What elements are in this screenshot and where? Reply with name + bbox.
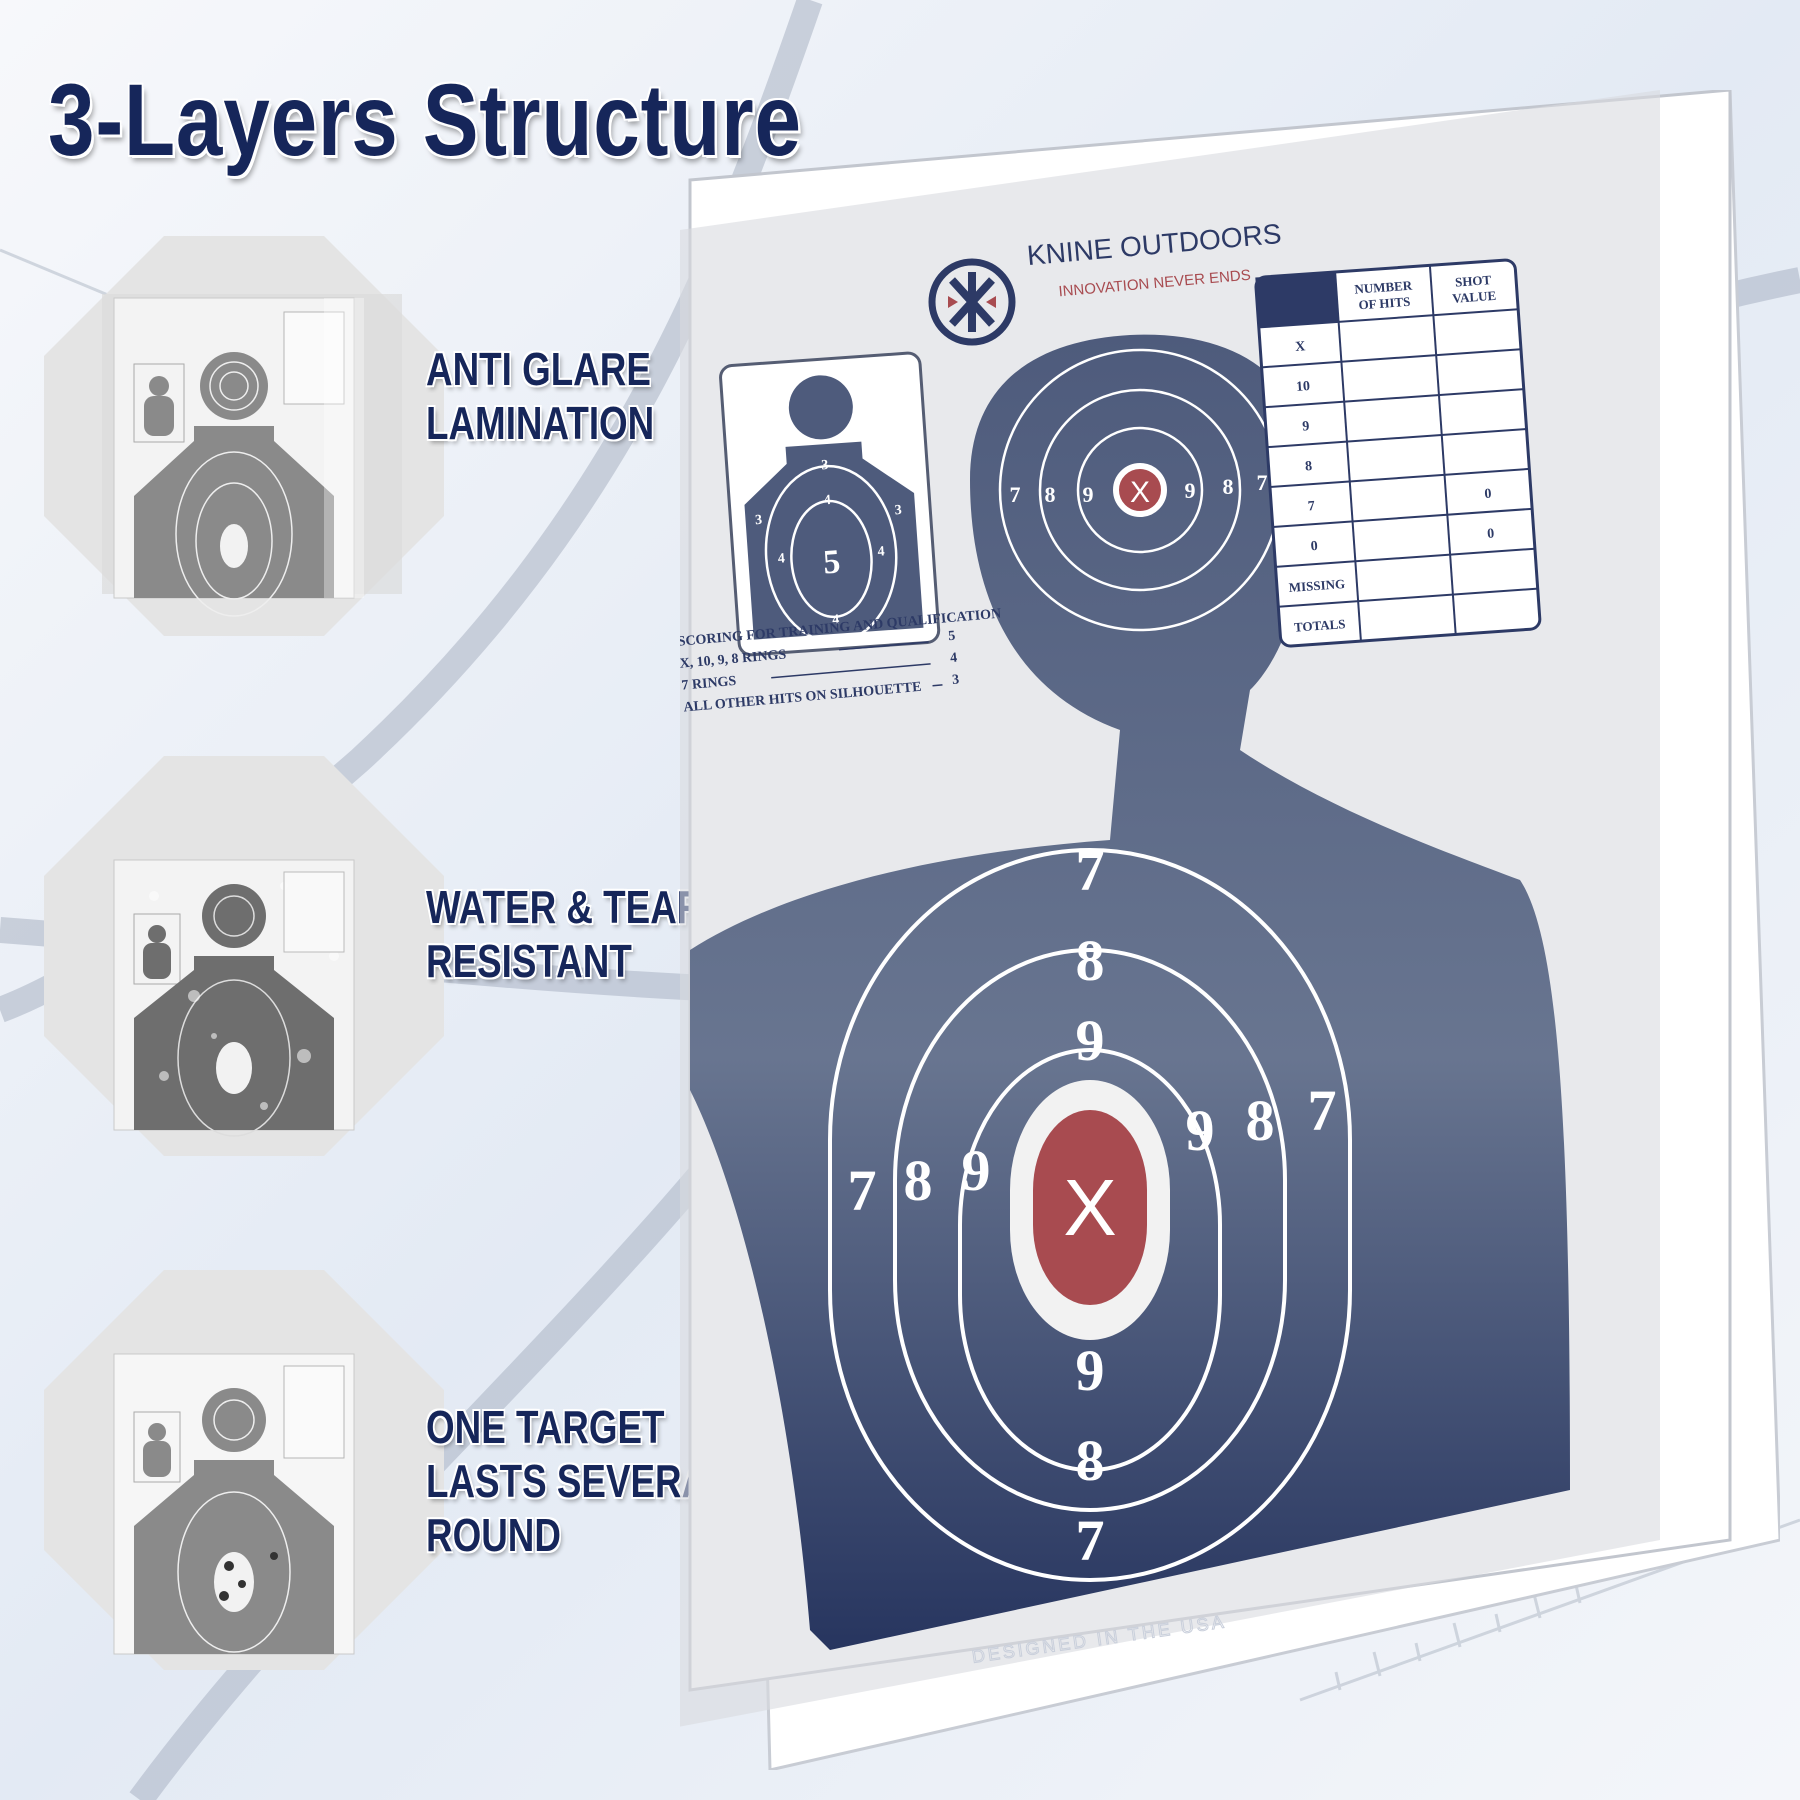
mini-target-ring-label: 3 (894, 503, 902, 518)
table-row-label: TOTALS (1293, 616, 1345, 635)
mini-target-ring-label: 4 (877, 544, 885, 559)
head-ring-label: 9 (1185, 478, 1196, 503)
scoring-line-points: 4 (950, 651, 958, 667)
feature-water-tear: WATER & TEAR RESISTANT (44, 756, 703, 1156)
head-ring-label: 8 (1223, 474, 1234, 499)
head-center-label: X (1130, 476, 1150, 509)
mini-target: 5 4 4 4 4 3 3 3 3 (719, 351, 941, 657)
table-row-label: 0 (1310, 539, 1318, 554)
feature-label-line: LAMINATION (426, 397, 655, 449)
scoring-line-text: 7 RINGS (681, 674, 737, 694)
feature-label-anti-glare: ANTI GLARE LAMINATION (426, 342, 654, 450)
table-header: OF HITS (1358, 294, 1411, 313)
feature-anti-glare: ANTI GLARE LAMINATION (44, 236, 654, 636)
body-ring-label: 7 (848, 1158, 877, 1223)
head-ring-label: 9 (1083, 482, 1094, 507)
body-ring-label: 7 (1076, 838, 1105, 903)
body-ring-label: 8 (1076, 928, 1105, 993)
feature-thumbnail-anti-glare (44, 236, 444, 636)
table-row-value: 0 (1487, 527, 1495, 542)
feature-label-line: ROUND (426, 1509, 561, 1561)
body-ring-label: 8 (1246, 1088, 1275, 1153)
headline: 3-Layers Structure (48, 63, 802, 177)
table-header: SHOT (1455, 272, 1492, 290)
feature-lasting-target: ONE TARGET LASTS SEVERAL ROUND (44, 1270, 731, 1670)
head-ring-label: 7 (1010, 482, 1021, 507)
brand-logo (928, 258, 1016, 346)
body-ring-label: 8 (1076, 1428, 1105, 1493)
table-row-label: 10 (1296, 379, 1311, 395)
feature-thumbnail-water-tear (44, 756, 444, 1156)
mini-target-ring-label: 4 (777, 551, 785, 566)
feature-label-line: RESISTANT (426, 935, 632, 987)
body-ring-label: 7 (1076, 1508, 1105, 1573)
feature-thumbnail-lasting-target (44, 1270, 444, 1670)
mini-target-ring-label: 3 (755, 513, 763, 528)
mini-target-ring-label: 3 (821, 458, 829, 473)
table-header: VALUE (1452, 288, 1497, 306)
mini-target-ring-label: 3 (833, 633, 841, 648)
body-ring-label: 9 (1076, 1008, 1105, 1073)
feature-label-line: ONE TARGET (426, 1401, 665, 1453)
body-ring-label: 9 (962, 1138, 991, 1203)
head-ring-label: 8 (1045, 482, 1056, 507)
head-ring-label: 7 (1257, 470, 1268, 495)
target-sheet-stack: X 7 8 9 9 8 7 X 7 8 9 9 8 7 7 8 9 9 8 7 … (680, 90, 1780, 1770)
table-row-label: 9 (1302, 419, 1310, 434)
body-ring-label: 9 (1076, 1338, 1105, 1403)
table-row-label: 8 (1305, 459, 1313, 474)
feature-label-line: WATER & TEAR (426, 881, 704, 933)
mini-target-ring-label: 4 (823, 493, 831, 508)
body-ring-label: 7 (1308, 1078, 1337, 1143)
head-target: X 7 8 9 9 8 7 (998, 348, 1282, 632)
feature-label-line: ANTI GLARE (426, 343, 651, 395)
body-target: X 7 8 9 9 8 7 7 8 9 9 8 7 (828, 838, 1352, 1582)
body-ring-label: 8 (904, 1148, 933, 1213)
table-row-label: X (1295, 339, 1306, 355)
table-row-label: 7 (1307, 499, 1315, 514)
scoring-line-points: 3 (951, 672, 959, 688)
mini-target-center-label: 5 (822, 543, 842, 581)
feature-label-water-tear: WATER & TEAR RESISTANT (426, 880, 703, 988)
table-row-label: MISSING (1288, 576, 1345, 595)
table-header: NUMBER (1354, 278, 1413, 297)
scoring-line-points: 5 (948, 629, 956, 645)
table-row-value: 0 (1484, 487, 1492, 502)
body-center-label: X (1063, 1163, 1116, 1252)
score-table: NUMBER OF HITS SHOT VALUE X 10 9 8 7 0 0… (1254, 258, 1542, 648)
body-ring-label: 9 (1186, 1098, 1215, 1163)
mini-target-ring-label: 4 (832, 613, 840, 628)
